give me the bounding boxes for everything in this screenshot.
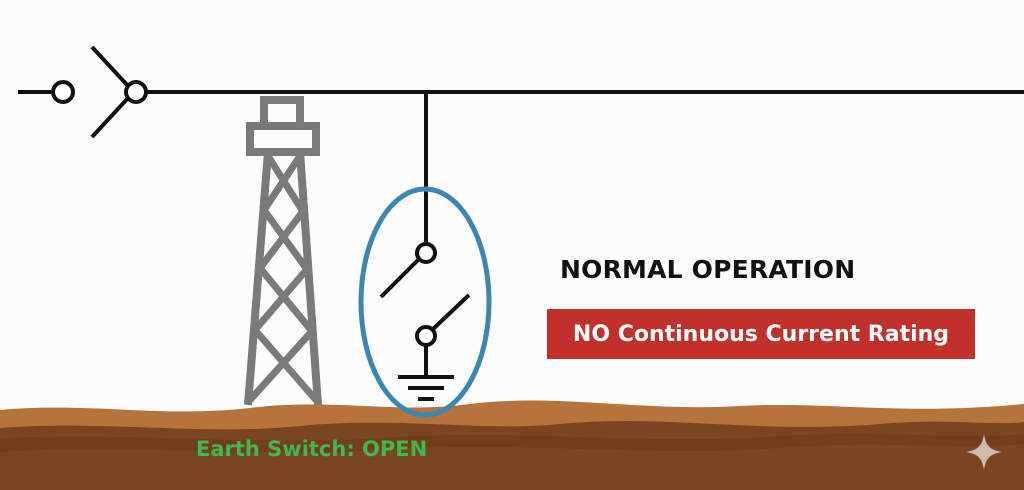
earth-switch-status: Earth Switch: OPEN <box>196 437 428 461</box>
operation-mode-title: NORMAL OPERATION <box>560 255 856 284</box>
rating-banner: NO Continuous Current Rating <box>547 309 975 359</box>
ground-symbol-icon <box>398 375 454 401</box>
tower-frame <box>244 151 322 406</box>
earth-switch-highlight-ring <box>358 186 492 418</box>
ground-mid-band <box>0 434 1024 453</box>
transmission-tower <box>244 96 322 406</box>
tower-lattice <box>247 154 319 403</box>
disconnector-blade-upper <box>90 45 131 89</box>
ground <box>0 400 1024 490</box>
earth-switch <box>358 92 492 418</box>
disconnector-blade-lower <box>90 95 131 139</box>
rating-banner-text: NO Continuous Current Rating <box>572 321 950 347</box>
earth-switch-upper-blade <box>379 257 421 299</box>
earth-switch-lower-blade <box>430 293 471 332</box>
tower-crossarm <box>246 122 320 156</box>
earth-switch-lower-contact <box>415 325 437 347</box>
disconnector-contact-left <box>51 80 75 104</box>
earth-switch-upper-contact <box>415 242 437 264</box>
sparkle-icon <box>966 434 1002 470</box>
disconnector-contact-right <box>124 80 148 104</box>
disconnector-switch <box>18 45 184 139</box>
ground-lower-layer <box>0 421 1024 490</box>
